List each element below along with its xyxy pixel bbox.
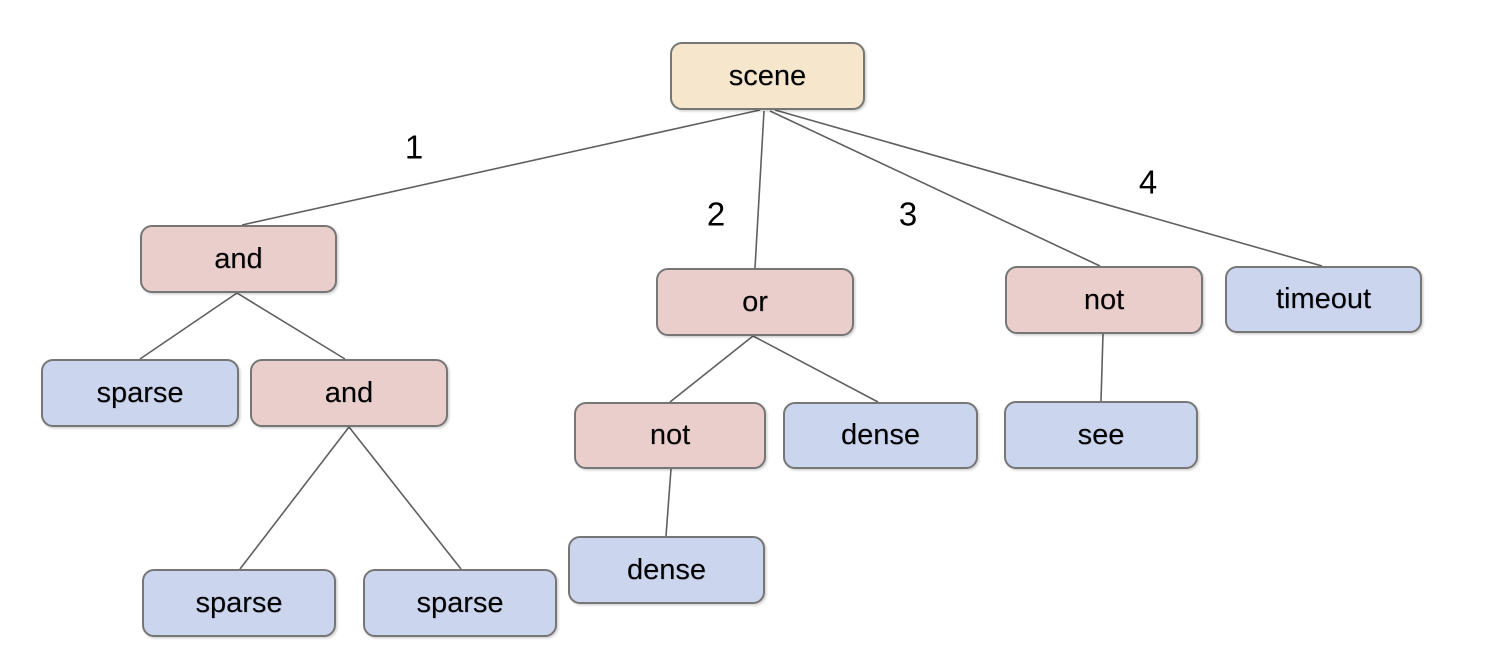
- tree-node-label: and: [214, 242, 263, 275]
- tree-node-label: dense: [626, 553, 706, 586]
- tree-node-dense-2: dense: [568, 536, 765, 604]
- tree-node-timeout-1: timeout: [1225, 266, 1422, 333]
- tree-node-or-1: or: [656, 268, 854, 336]
- tree-node-label: not: [1083, 283, 1125, 316]
- tree-node-label: not: [649, 419, 691, 451]
- tree-node-and-2: and: [250, 359, 448, 427]
- edge-label-3: 3: [898, 195, 918, 233]
- edge-and-1-to-sparse-1: [139, 292, 238, 360]
- edge-label-4: 4: [1138, 163, 1158, 201]
- tree-node-sparse-3: sparse: [363, 569, 557, 637]
- tree-node-label: sparse: [416, 586, 504, 619]
- tree-node-label: dense: [840, 419, 920, 451]
- tree-node-see-1: see: [1004, 401, 1198, 469]
- tree-node-sparse-2: sparse: [142, 569, 336, 637]
- edge-scene-to-not-1: [769, 110, 1101, 267]
- tree-node-sparse-1: sparse: [41, 359, 239, 427]
- edge-not-2-to-dense-2: [665, 468, 672, 537]
- edge-label-2: 2: [706, 195, 726, 233]
- tree-node-dense-1: dense: [783, 402, 978, 469]
- tree-node-label: see: [1077, 418, 1125, 451]
- edge-not-1-to-see-1: [1100, 333, 1104, 402]
- edge-or-1-to-not-2: [669, 335, 754, 403]
- tree-node-not-1: not: [1005, 266, 1203, 334]
- tree-node-label: sparse: [96, 376, 184, 409]
- edge-and-1-to-and-2: [236, 292, 346, 360]
- edge-scene-to-and-1: [241, 109, 761, 226]
- edge-scene-to-timeout-1: [774, 109, 1323, 267]
- edge-scene-to-or-1: [754, 110, 765, 269]
- tree-node-label: timeout: [1275, 283, 1372, 315]
- tree-node-label: sparse: [195, 586, 283, 619]
- tree-node-label: or: [742, 285, 768, 318]
- tree-node-and-1: and: [140, 225, 337, 293]
- edge-label-1: 1: [404, 128, 424, 166]
- edge-or-1-to-dense-1: [752, 335, 879, 403]
- tree-node-label: and: [324, 376, 374, 409]
- edge-and-2-to-sparse-3: [348, 426, 462, 570]
- tree-node-not-2: not: [574, 402, 766, 469]
- tree-node-scene: scene: [670, 42, 865, 110]
- edge-and-2-to-sparse-2: [239, 426, 350, 570]
- tree-node-label: scene: [728, 59, 807, 92]
